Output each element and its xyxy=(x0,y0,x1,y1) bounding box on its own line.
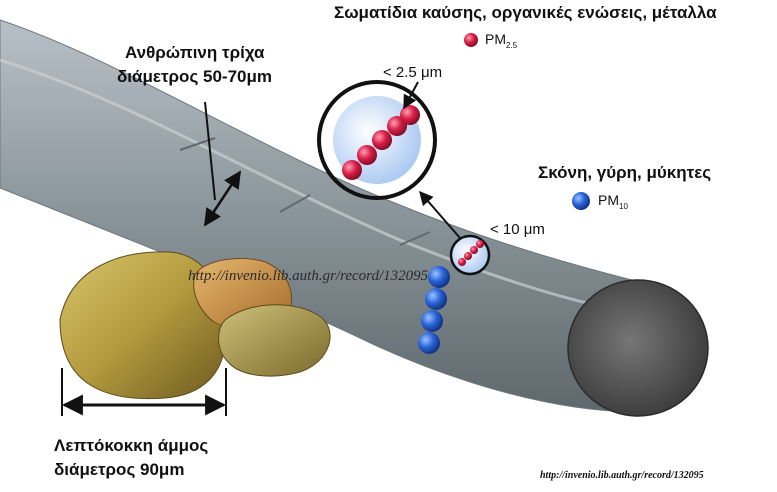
pm25-particle-small xyxy=(464,252,472,260)
pm10-particle xyxy=(428,266,450,288)
pm25-legend-subscript: 2.5 xyxy=(506,40,518,50)
pm25-particle xyxy=(342,160,362,180)
zoom-arrow xyxy=(419,190,461,239)
pm10-sources-title: Σκόνη, γύρη, μύκητες xyxy=(538,163,712,182)
hair-label-line2: διάμετρος 50-70μm xyxy=(117,67,273,86)
sand-grain-right xyxy=(218,304,331,377)
pm10-legend-label: PM10 xyxy=(598,192,628,211)
pm10-particle xyxy=(418,332,440,354)
hair-shading xyxy=(0,58,631,314)
pm10-legend-subscript: 10 xyxy=(619,201,628,211)
hair-label-leader xyxy=(204,101,216,201)
sand-label-line1: Λεπτόκοκκη άμμος xyxy=(54,436,209,455)
pm25-particle-small xyxy=(470,246,478,254)
hair-diameter-arrow xyxy=(203,170,242,227)
hair-label-line1: Ανθρώπινη τρίχα xyxy=(125,43,265,62)
pm10-size-label: < 10 μm xyxy=(490,221,545,238)
pm25-legend-text: PM xyxy=(485,31,506,47)
sand-label-line2: διάμετρος 90μm xyxy=(54,460,185,479)
pm25-particle xyxy=(400,105,420,125)
pm25-particle xyxy=(357,145,377,165)
watermark-corner: http://invenio.lib.auth.gr/record/132095 xyxy=(540,470,704,481)
pm25-legend-dot xyxy=(464,33,478,47)
pm10-particle xyxy=(421,310,443,332)
pm25-sources-title: Σωματίδια καύσης, οργανικές ενώσεις, μέτ… xyxy=(334,3,717,22)
pm25-size-label: < 2.5 μm xyxy=(383,64,443,81)
pm25-magnify-ring xyxy=(317,80,437,200)
watermark-center: http://invenio.lib.auth.gr/record/132095 xyxy=(188,268,429,284)
pm10-particle xyxy=(425,288,447,310)
hair-cross-section xyxy=(567,279,709,417)
pm10-legend-text: PM xyxy=(598,192,619,208)
pm25-particle xyxy=(372,130,392,150)
pm25-size-leader xyxy=(403,81,419,110)
pm25-legend-label: PM2.5 xyxy=(485,31,517,50)
pm25-particle-small xyxy=(476,240,484,248)
pm25-particle-small xyxy=(458,258,466,266)
pm10-legend-dot xyxy=(572,192,590,210)
